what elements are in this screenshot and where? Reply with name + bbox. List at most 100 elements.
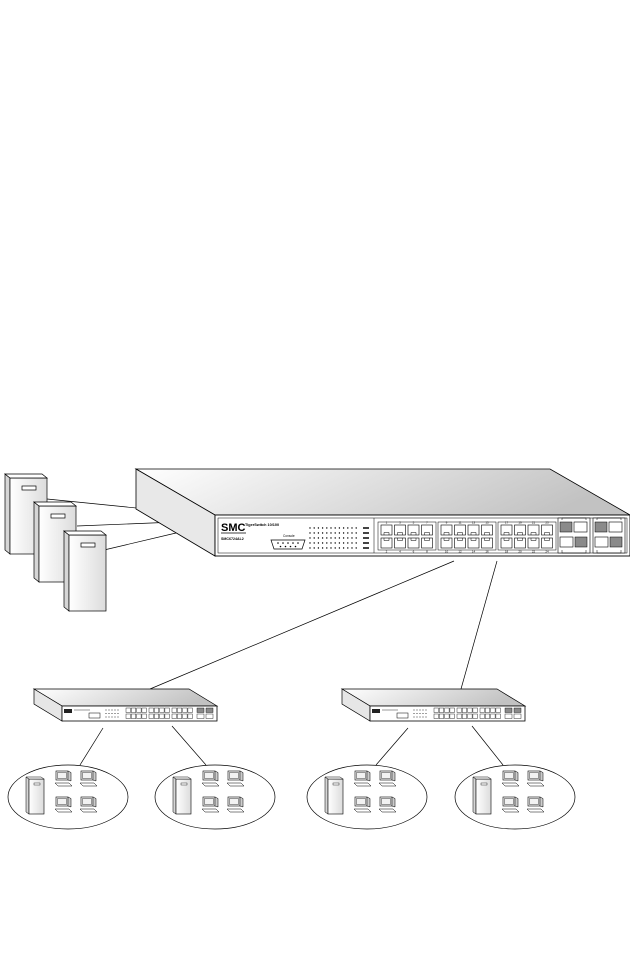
- edge-status-led: [111, 713, 113, 714]
- sfp-slot: [609, 536, 623, 548]
- port-housing: [527, 537, 540, 549]
- port-latch: [530, 538, 537, 541]
- edge-status-led: [425, 713, 427, 714]
- workgroup-2: [154, 764, 276, 830]
- status-led: [313, 537, 315, 539]
- console-connector: [270, 539, 306, 550]
- edge-status-led: [108, 716, 110, 718]
- workstation: [353, 770, 372, 787]
- port-block-frame: [377, 521, 437, 551]
- link-main-to-edge-right: [460, 560, 498, 690]
- edge-ethernet-port: [177, 713, 183, 719]
- workstation: [79, 770, 98, 787]
- status-led: [326, 547, 328, 549]
- console-pin: [289, 545, 292, 548]
- monitor-bezel: [381, 798, 391, 805]
- console-port: Console: [270, 534, 306, 550]
- server-2: [33, 501, 77, 583]
- port-number-top: 5: [413, 521, 415, 525]
- port-housing: [440, 524, 453, 536]
- edge-ethernet-port: [141, 707, 147, 713]
- workgroup-server-bay: [180, 782, 188, 786]
- status-led: [347, 537, 349, 539]
- sfp-slot: [559, 521, 573, 533]
- port-number-top: 21: [532, 521, 536, 525]
- ethernet-port: [421, 537, 433, 549]
- edge-ethernet-port: [159, 713, 165, 719]
- port-number-top: 15: [485, 521, 489, 525]
- workgroup-group: [7, 764, 576, 830]
- server-top-panel: [63, 530, 107, 536]
- status-led: [321, 537, 324, 539]
- monitor-bezel: [57, 798, 67, 805]
- edge-ethernet-port: [439, 713, 444, 719]
- monitor-side: [366, 770, 371, 782]
- port-housing: [514, 524, 526, 536]
- ethernet-port: [527, 537, 540, 549]
- port-latch: [530, 532, 537, 535]
- monitor-bezel: [529, 772, 539, 779]
- port-housing: [500, 524, 513, 536]
- edge-switch-group: [32, 688, 527, 722]
- monitor-bezel: [381, 772, 391, 779]
- workstation: [54, 770, 73, 787]
- edge-ethernet-port: [177, 707, 183, 713]
- workstation: [501, 796, 520, 813]
- edge-status-led: [419, 709, 421, 711]
- edge-brand-mark: [372, 709, 380, 713]
- workgroup-boundary: [154, 764, 276, 830]
- keyboard: [526, 782, 545, 787]
- server-top-panel: [4, 473, 48, 479]
- status-led: [330, 527, 332, 529]
- monitor-bezel: [82, 798, 92, 805]
- status-led: [338, 542, 341, 544]
- edge-status-led: [108, 713, 110, 714]
- port-number-bottom: 4: [399, 550, 401, 554]
- monitor-side: [539, 770, 544, 782]
- workstation: [201, 770, 220, 787]
- workgroup-boundary: [306, 764, 428, 830]
- status-led: [330, 542, 332, 544]
- port-housing: [481, 524, 493, 536]
- console-pin: [282, 542, 284, 544]
- sfp-slot: [594, 521, 608, 533]
- server-top-panel: [33, 501, 77, 507]
- port-latch: [517, 538, 523, 541]
- edge-ethernet-port: [148, 707, 154, 713]
- edge-module-slot: [196, 707, 205, 713]
- edge-module-slot: [205, 707, 214, 713]
- console-pin: [297, 542, 299, 544]
- edge-ethernet-port: [187, 713, 193, 719]
- port-block-frame: [497, 521, 557, 551]
- edge-ethernet-port: [187, 707, 193, 713]
- edge-status-led: [413, 716, 415, 718]
- port-number-bottom: 18: [505, 550, 509, 554]
- monitor-side: [92, 796, 97, 808]
- port-housing: [454, 524, 466, 536]
- edge-switch-top: [32, 688, 219, 707]
- edge-module-slot: [504, 713, 513, 719]
- status-led: [351, 537, 353, 539]
- monitor-bezel: [504, 772, 514, 779]
- workgroup-server-top: [324, 776, 344, 780]
- edge-module-slot: [513, 713, 522, 719]
- keyboard: [54, 808, 73, 813]
- workstation: [353, 796, 372, 813]
- port-number-top: 3: [399, 521, 401, 525]
- status-led: [321, 527, 324, 529]
- port-latch: [517, 532, 523, 535]
- status-led: [342, 547, 345, 549]
- module-bracket: [561, 550, 587, 554]
- status-led: [351, 542, 353, 544]
- edge-ethernet-port: [479, 713, 485, 719]
- port-latch: [470, 532, 477, 535]
- sku-label: SMC6724AL2: [221, 537, 244, 541]
- status-led: [313, 532, 315, 534]
- workstation: [79, 796, 98, 813]
- link-edge-left-wg1: [79, 727, 104, 766]
- edge-status-led: [105, 716, 107, 718]
- status-led: [355, 527, 357, 529]
- led-status-block: [363, 532, 369, 534]
- port-housing: [380, 524, 393, 536]
